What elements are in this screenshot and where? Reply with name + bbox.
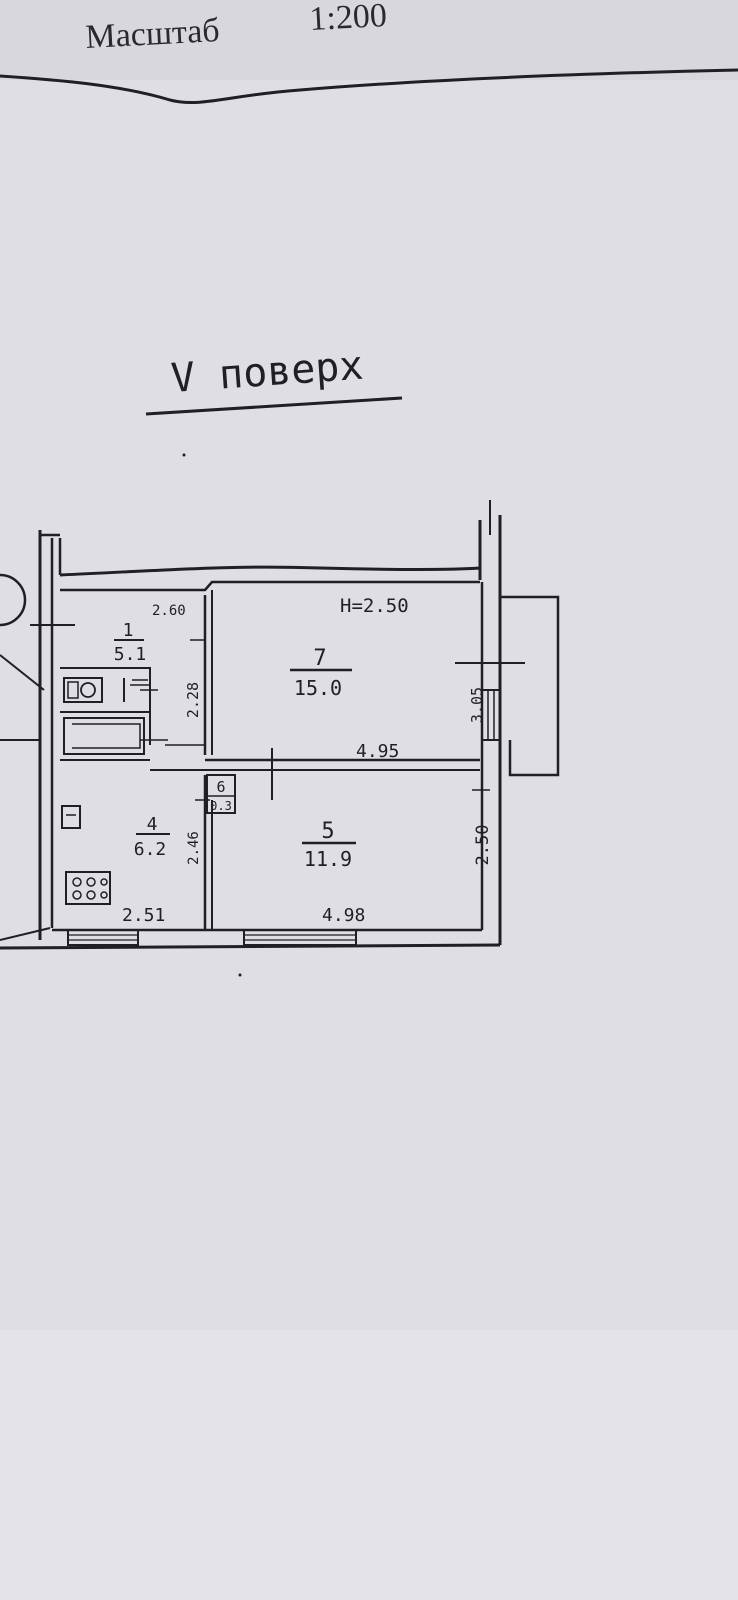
room-labels: 1 5.1 7 15.0 4 6.2 5 11.9 6 0.3 [114,620,356,871]
paper-speck [238,973,242,977]
paper-fold-light [0,1330,738,1600]
outer-wall-bottom [0,943,501,950]
dim-kitchen-height: 2.46 [186,831,202,865]
pantry-6 [206,774,236,814]
dim-room5-depth: 2.50 [473,825,493,866]
paper-speck-2 [182,453,186,457]
apartment-plan [0,500,560,950]
room-5-area: 11.9 [304,847,352,871]
outer-wall-top [59,565,481,577]
room-7-area: 15.0 [294,676,342,700]
room-1-number: 1 [123,620,134,641]
window-kitchen [67,929,139,946]
dimension-labels: H=2.50 2.60 2.28 3.05 4.95 2.51 2.46 4.9… [122,595,493,926]
dim-room5-width: 4.98 [322,905,365,926]
balcony-outline [500,595,560,777]
dim-corridor-width: 2.60 [152,603,186,619]
left-edge-line-3 [0,927,51,941]
room-6-number: 6 [216,778,225,796]
header-divider [0,68,738,105]
room-4-area: 6.2 [134,839,167,860]
toilet [63,677,103,703]
dim-kitchen-width: 2.51 [122,905,165,926]
room-7-number: 7 [313,646,326,671]
dim-room7-depth: 3.05 [468,687,486,723]
ceiling-height: H=2.50 [340,595,409,617]
balcony-door [481,689,501,741]
room-1-area: 5.1 [114,644,147,665]
room-6-area: 0.3 [210,799,232,813]
scale-label: Масштаб [84,12,220,56]
paper-top-strip [0,0,738,80]
outer-wall-top-inner [60,580,480,592]
left-edge-line [0,654,45,691]
bathroom-wall [60,667,151,745]
scale-value: 1:200 [308,0,387,38]
room-5-number: 5 [321,819,334,844]
window-room-5 [243,929,357,946]
floor-label-underline [145,396,403,416]
stove-icon [65,871,111,905]
bathtub [63,717,145,755]
dim-corridor-height: 2.28 [184,682,202,718]
room-4-number: 4 [147,814,158,835]
dim-room7-width: 4.95 [356,741,399,762]
left-edge-symbol [0,573,27,627]
sink [61,805,81,829]
